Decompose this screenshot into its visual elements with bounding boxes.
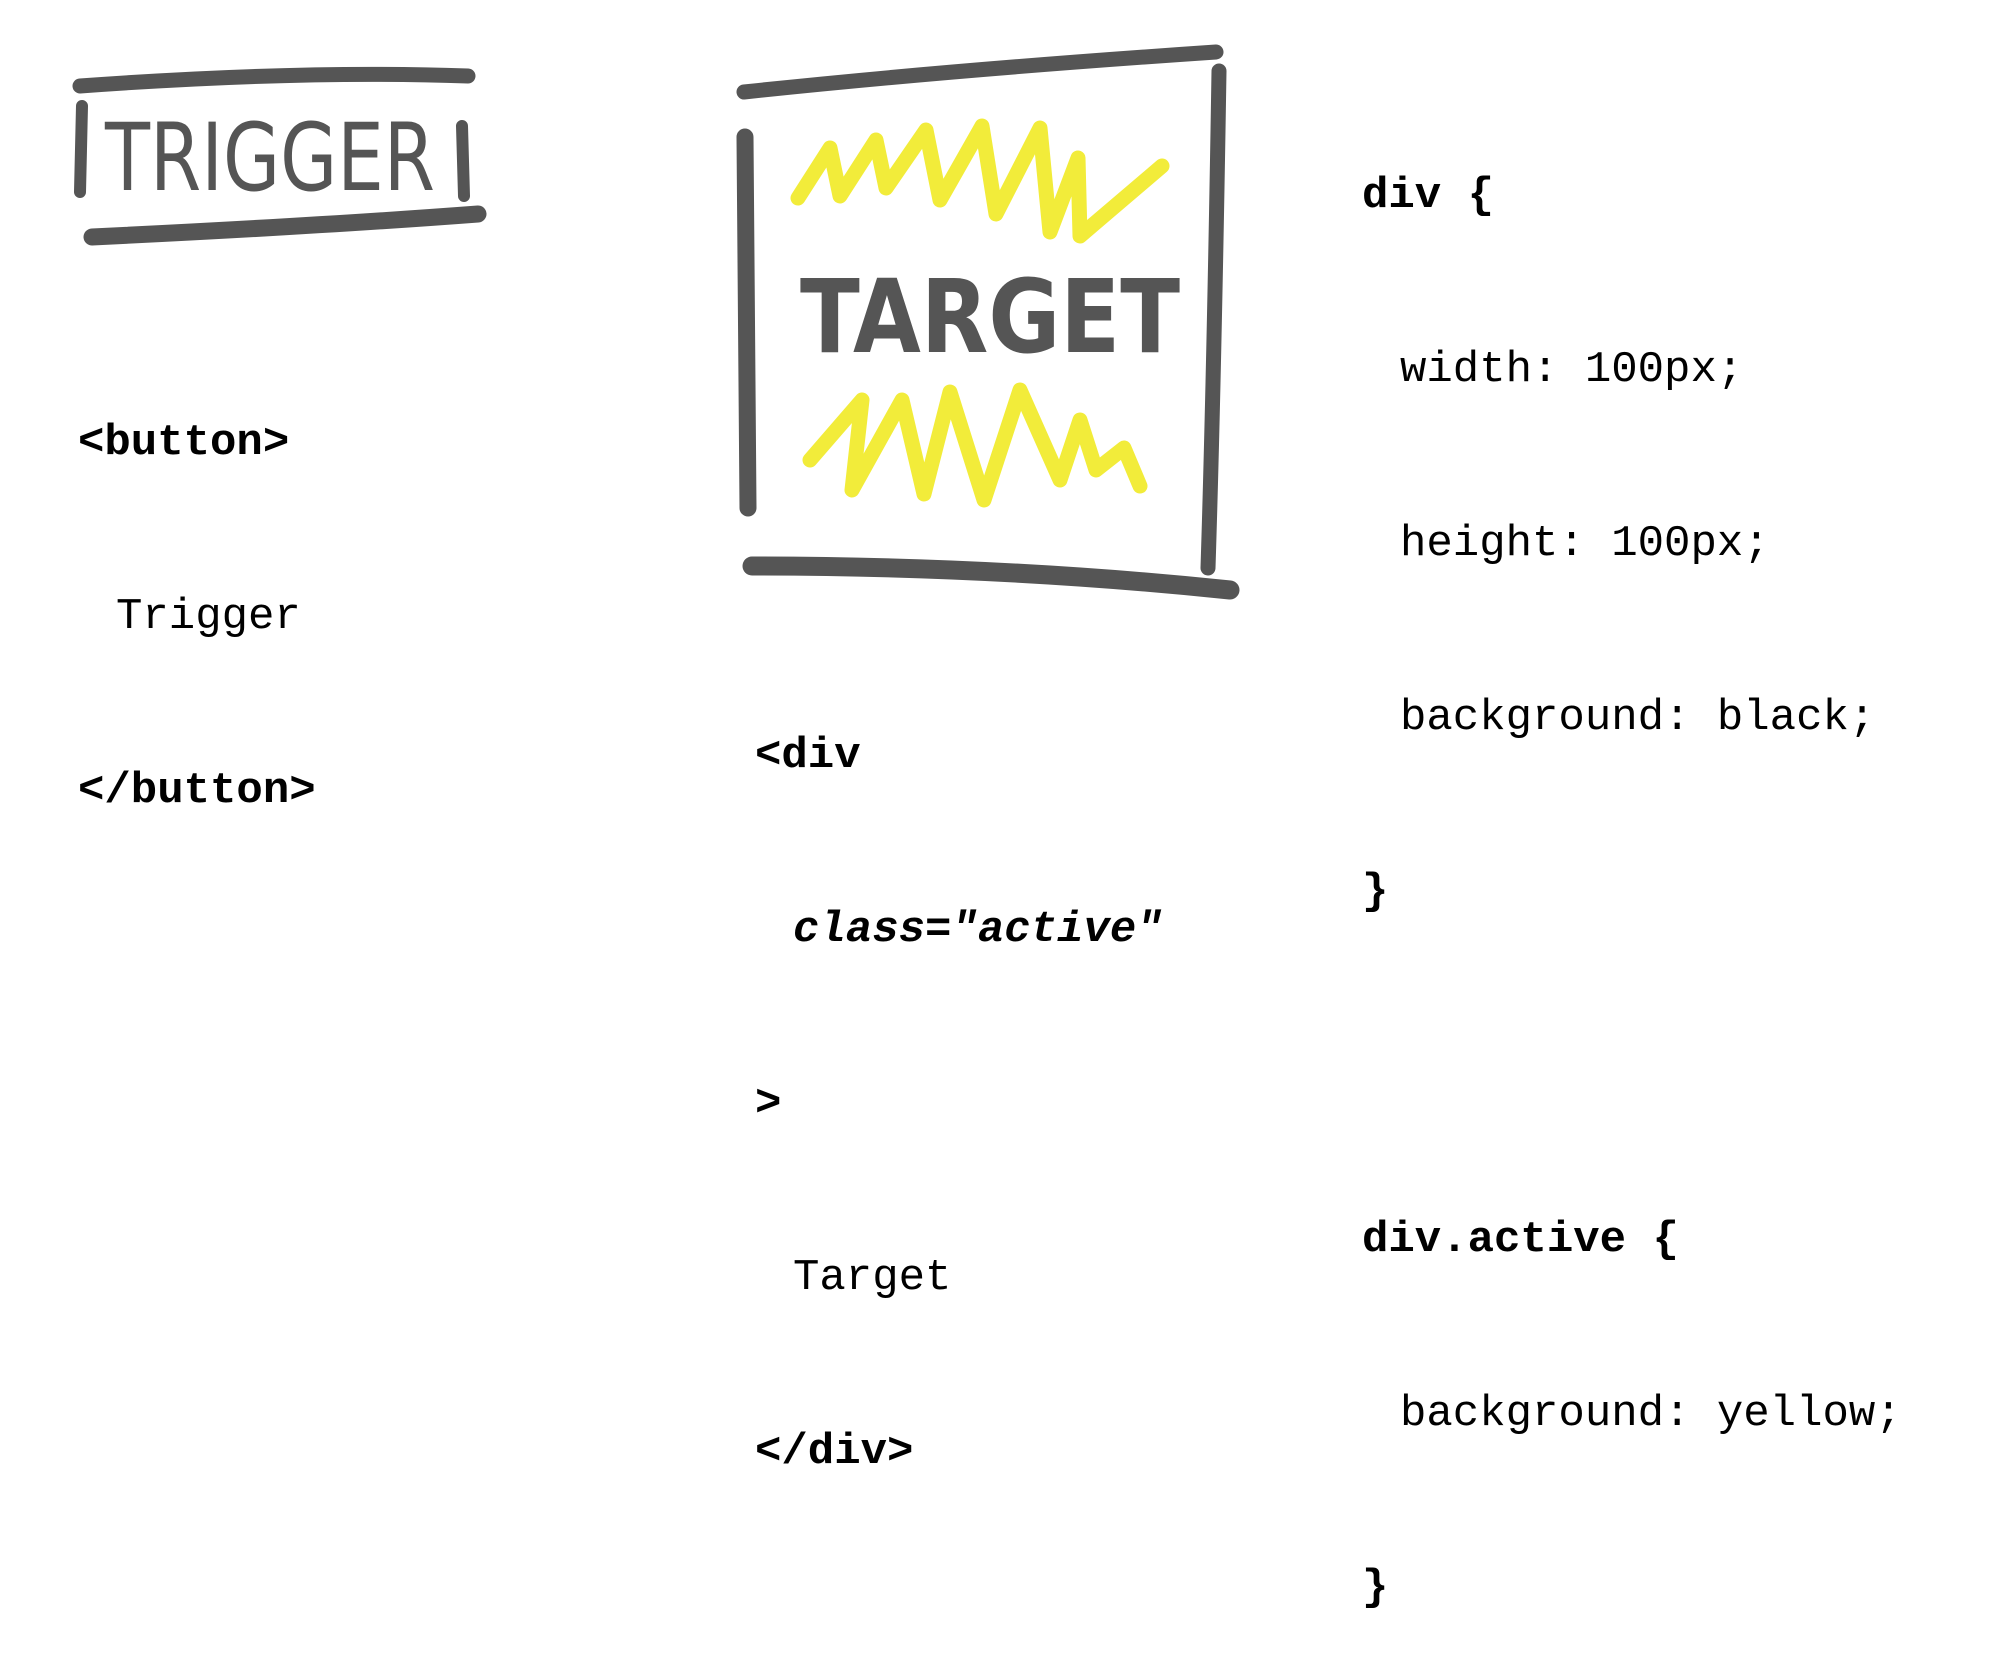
css-rule1-background: background: black;	[1400, 693, 1876, 743]
button-close-tag: </button>	[78, 766, 316, 816]
trigger-button-sketch: TRIGGER	[72, 66, 487, 246]
div-html-code: <div class="active" > Target </div>	[755, 611, 1163, 1539]
target-label: TARGET	[800, 258, 1180, 377]
css-code: div { width: 100px; height: 100px; backg…	[1362, 51, 1902, 1675]
target-scribble-bottom	[802, 382, 1148, 508]
trigger-frame-bottom	[83, 205, 487, 246]
target-scribble-top	[790, 118, 1170, 244]
button-content: Trigger	[116, 592, 301, 642]
css-rule2-background: background: yellow;	[1400, 1389, 1902, 1439]
button-open-tag: <button>	[78, 418, 290, 468]
target-frame-bottom	[742, 556, 1240, 600]
sketch-canvas: TRIGGER TARGET	[72, 44, 1240, 600]
button-html-code: <button> Trigger </button>	[78, 298, 316, 878]
target-div-sketch: TARGET	[736, 44, 1240, 600]
trigger-frame-left	[74, 100, 88, 198]
div-content: Target	[793, 1253, 952, 1303]
css-rule1-close: }	[1362, 867, 1389, 917]
css-rule2-selector: div.active {	[1362, 1215, 1679, 1265]
trigger-label: TRIGGER	[104, 104, 435, 213]
div-open-tag: <div	[755, 731, 861, 781]
target-frame-top	[736, 44, 1224, 100]
css-rule1-selector: div {	[1362, 171, 1495, 221]
trigger-frame-top	[72, 66, 476, 94]
div-class-attribute: class="active"	[793, 905, 1163, 955]
css-rule1-height: height: 100px;	[1400, 519, 1770, 569]
trigger-frame-right	[456, 120, 470, 202]
div-close-tag: </div>	[755, 1427, 914, 1477]
target-frame-right	[1200, 63, 1227, 576]
css-rule2-close: }	[1362, 1563, 1389, 1613]
target-frame-left	[736, 128, 757, 517]
css-blank-line	[1362, 1037, 1902, 1095]
div-close-bracket: >	[755, 1079, 782, 1129]
css-rule1-width: width: 100px;	[1400, 345, 1744, 395]
